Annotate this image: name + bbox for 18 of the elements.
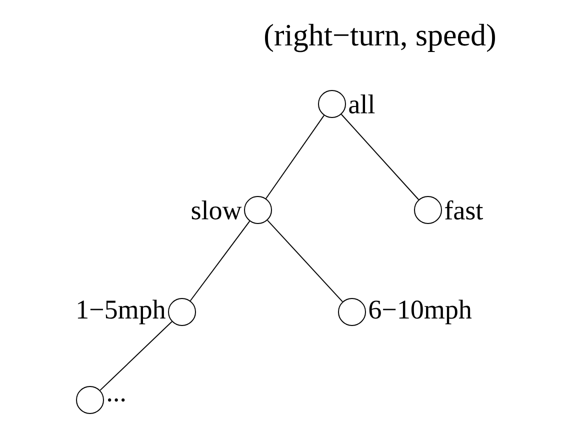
node-label: fast — [445, 200, 484, 220]
node-label: 6−10mph — [369, 300, 472, 324]
node-label: 1−5mph — [78, 300, 166, 324]
node-label: ... — [108, 398, 125, 402]
tree-edge — [100, 321, 172, 391]
tree-edge — [266, 114, 324, 199]
tree-edge — [190, 220, 250, 302]
tree-node-circle — [414, 196, 442, 224]
tree-node-circle — [76, 386, 104, 414]
tree-edge — [340, 114, 420, 200]
tree-node-circle — [338, 298, 366, 326]
tree-node-circle — [168, 298, 196, 326]
title: (right−turn, speed) — [265, 24, 495, 52]
tree-node-circle — [318, 90, 346, 118]
tree-node-circle — [244, 196, 272, 224]
tree-edge — [267, 220, 344, 302]
node-label: all — [349, 94, 375, 114]
node-label: slow — [192, 200, 242, 220]
